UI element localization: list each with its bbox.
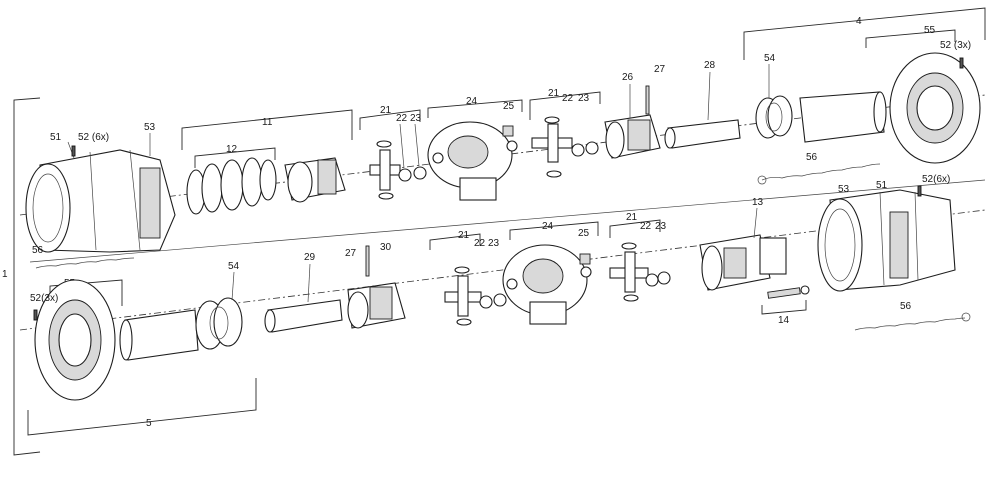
callout-12: 12 [226, 144, 238, 155]
safety-chain-56-top [761, 163, 881, 181]
callout-23-top-b: 23 [578, 93, 590, 104]
callout-22-bottom-a: 22 [474, 238, 486, 249]
callout-25-bottom: 25 [578, 228, 590, 239]
callout-22-top-b: 22 [562, 93, 574, 104]
inner-tube-28 [664, 119, 741, 149]
cross-joint-21-top-right [531, 116, 599, 178]
callout-51-bottom: 51 [876, 180, 888, 191]
cross-joint-21-bottom-right [609, 242, 671, 302]
safety-chain-56-bottom-right [854, 317, 966, 331]
bracket-14 [761, 300, 807, 315]
callout-5: 5 [146, 418, 152, 429]
callout-23-top-a: 23 [410, 113, 422, 124]
callout-1: 1 [2, 269, 8, 280]
bracket-24-top [427, 99, 523, 118]
yoke-30 [347, 282, 406, 329]
guard-cone-55-bottom [34, 279, 116, 401]
callout-56-bottom-right: 56 [900, 301, 912, 312]
callout-56-bottom-left: 56 [32, 245, 44, 256]
callout-26: 26 [622, 72, 634, 83]
callout-52-bottom-right: 52(6x) [922, 174, 950, 185]
callout-22-top-a: 22 [396, 113, 408, 124]
bolt-14 [767, 285, 810, 299]
bracket-11 [181, 109, 353, 150]
bracket-4 [743, 7, 986, 60]
screw-52-bottom-right [917, 185, 922, 197]
callout-29: 29 [304, 252, 316, 263]
cross-joint-21-bottom-left [444, 266, 507, 326]
callout-23-bottom-a: 23 [488, 238, 500, 249]
callout-23-bottom-b: 23 [655, 221, 667, 232]
bearing-ring-54-top [755, 95, 793, 139]
flange-yoke-24-top [427, 121, 518, 201]
bracket-21-bottom-b [609, 219, 661, 238]
bracket-5 [27, 378, 257, 436]
bracket-1 [13, 97, 41, 456]
pin-27-top [645, 85, 650, 115]
safety-chain-56-bottom-left [35, 257, 135, 269]
cross-joint-21-top-left [369, 140, 427, 200]
pin-27-bottom [365, 245, 370, 277]
callout-28: 28 [704, 60, 716, 71]
callout-24-bottom: 24 [542, 221, 554, 232]
callout-53-bottom: 53 [838, 184, 850, 195]
row-divider [29, 179, 986, 263]
callout-14: 14 [778, 315, 790, 326]
callout-51-top: 51 [50, 132, 62, 143]
callout-54-top: 54 [764, 53, 776, 64]
callout-52-top-right: 52 (3x) [940, 40, 971, 51]
yoke-26 [604, 114, 661, 159]
outer-tube-bottom [119, 309, 199, 361]
yoke-11 [284, 157, 346, 203]
guard-cone-55-top [889, 52, 981, 164]
callout-52-bottom-left: 52(3x) [30, 293, 58, 304]
bracket-55-top [865, 29, 956, 48]
callout-27-bottom: 27 [345, 248, 357, 259]
yoke-13 [699, 234, 787, 291]
grease-nipple-25-top [502, 125, 514, 137]
bracket-21-bottom [429, 233, 481, 250]
bearing-rings-12 [186, 157, 277, 215]
screw-52-bottom-left [33, 309, 38, 321]
bracket-21-top-b [529, 91, 601, 120]
callout-21-top-b: 21 [548, 88, 560, 99]
callout-54-bottom: 54 [228, 261, 240, 272]
callout-25-top: 25 [503, 101, 515, 112]
outer-tube-top [799, 91, 887, 143]
callout-55-top: 55 [924, 25, 936, 36]
screw-52-top [71, 145, 76, 157]
callout-27-top: 27 [654, 64, 666, 75]
bracket-12 [194, 147, 276, 168]
bracket-21-top [359, 109, 421, 130]
screw-52-top-right [959, 57, 964, 69]
callout-21-top-a: 21 [380, 105, 392, 116]
callout-22-bottom-b: 22 [640, 221, 652, 232]
callout-21-bottom-a: 21 [458, 230, 470, 241]
callout-52-top: 52 (6x) [78, 132, 109, 143]
flange-yoke-24-bottom [502, 244, 592, 325]
callout-56-top: 56 [806, 152, 818, 163]
callout-13: 13 [752, 197, 764, 208]
callout-53-top: 53 [144, 122, 156, 133]
grease-nipple-25-bottom [579, 253, 591, 265]
bearing-ring-54-bottom [195, 297, 243, 350]
callout-30: 30 [380, 242, 392, 253]
callout-24-top: 24 [466, 96, 478, 107]
callout-11: 11 [262, 117, 273, 128]
callout-21-bottom-b: 21 [626, 212, 638, 223]
bracket-24-bottom [509, 221, 599, 240]
inner-tube-29 [264, 299, 343, 333]
callout-4: 4 [856, 16, 862, 27]
guard-cone-53-top [25, 149, 176, 253]
guard-cone-53-bottom [817, 189, 956, 292]
